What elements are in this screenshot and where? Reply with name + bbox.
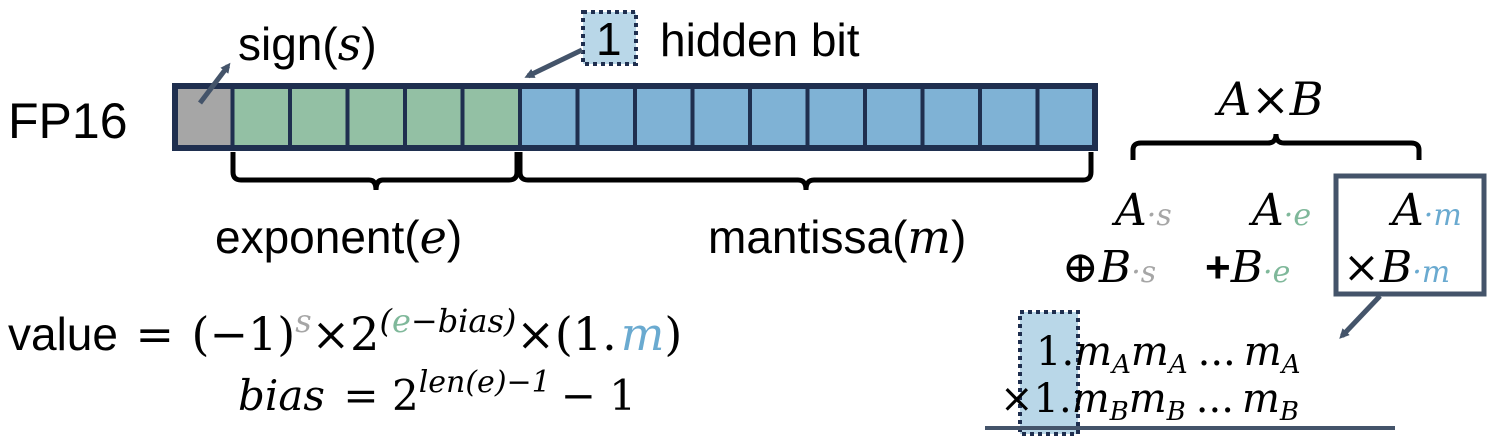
mantissa-op-arrow [1339,294,1382,339]
a-mantissa: A·m [1388,185,1462,236]
mantissa-bit [690,84,752,150]
a-exponent: A·e [1248,185,1311,236]
a-sign: A·s [1111,185,1172,236]
mantissa-bit [978,84,1040,150]
exponent-label: exponent(e) [215,210,462,264]
exponent-brace [230,152,520,191]
product-brace [1130,133,1422,160]
hidden-bit-value: 1 [596,13,622,65]
exponent-bit [460,84,522,150]
b-sign: ⊕B·s [1062,242,1156,293]
exponent-bit [403,84,465,150]
mantissa-brace [517,152,1094,191]
bias-formula: bias = 2len(e)−1− 1 [238,365,636,420]
exponent-bit [345,84,407,150]
mantissa-bit [863,84,925,150]
hidden-bit-arrow [524,47,584,79]
hidden-bit-text: hidden bit [660,14,860,66]
exponent-bit [288,84,350,150]
hidden-bit-column [1018,310,1080,436]
bit-cells [172,83,1098,151]
mantissa-label: mantissa(m) [708,210,966,264]
mantissa-bit [805,84,867,150]
mantissa-bit [920,84,982,150]
mantissa-bit [633,84,695,150]
mantissa-bit [748,84,810,150]
bit-field-outline [172,83,1098,151]
sign-label: sign(s) [238,17,377,71]
mantissa-bit [1035,84,1097,150]
format-label: FP16 [8,93,128,149]
mantissa-row-b: ×1.mBmB...mB [1000,376,1299,427]
hidden-bit-box [581,10,638,66]
value-formula: value = (−1)s×2(e−bias)×(1.m) [8,302,682,361]
b-exponent: +B·e [1205,242,1290,293]
exponent-bit [230,84,292,150]
product-title: A×B [1214,72,1324,126]
mantissa-bit [518,84,580,150]
sign-arrow [198,62,231,105]
b-mantissa: ×B·m [1343,242,1450,293]
mantissa-bit [575,84,637,150]
mantissa-row-a: 1.mAmA...mA [1036,329,1300,380]
mantissa-op-box [1333,173,1487,297]
